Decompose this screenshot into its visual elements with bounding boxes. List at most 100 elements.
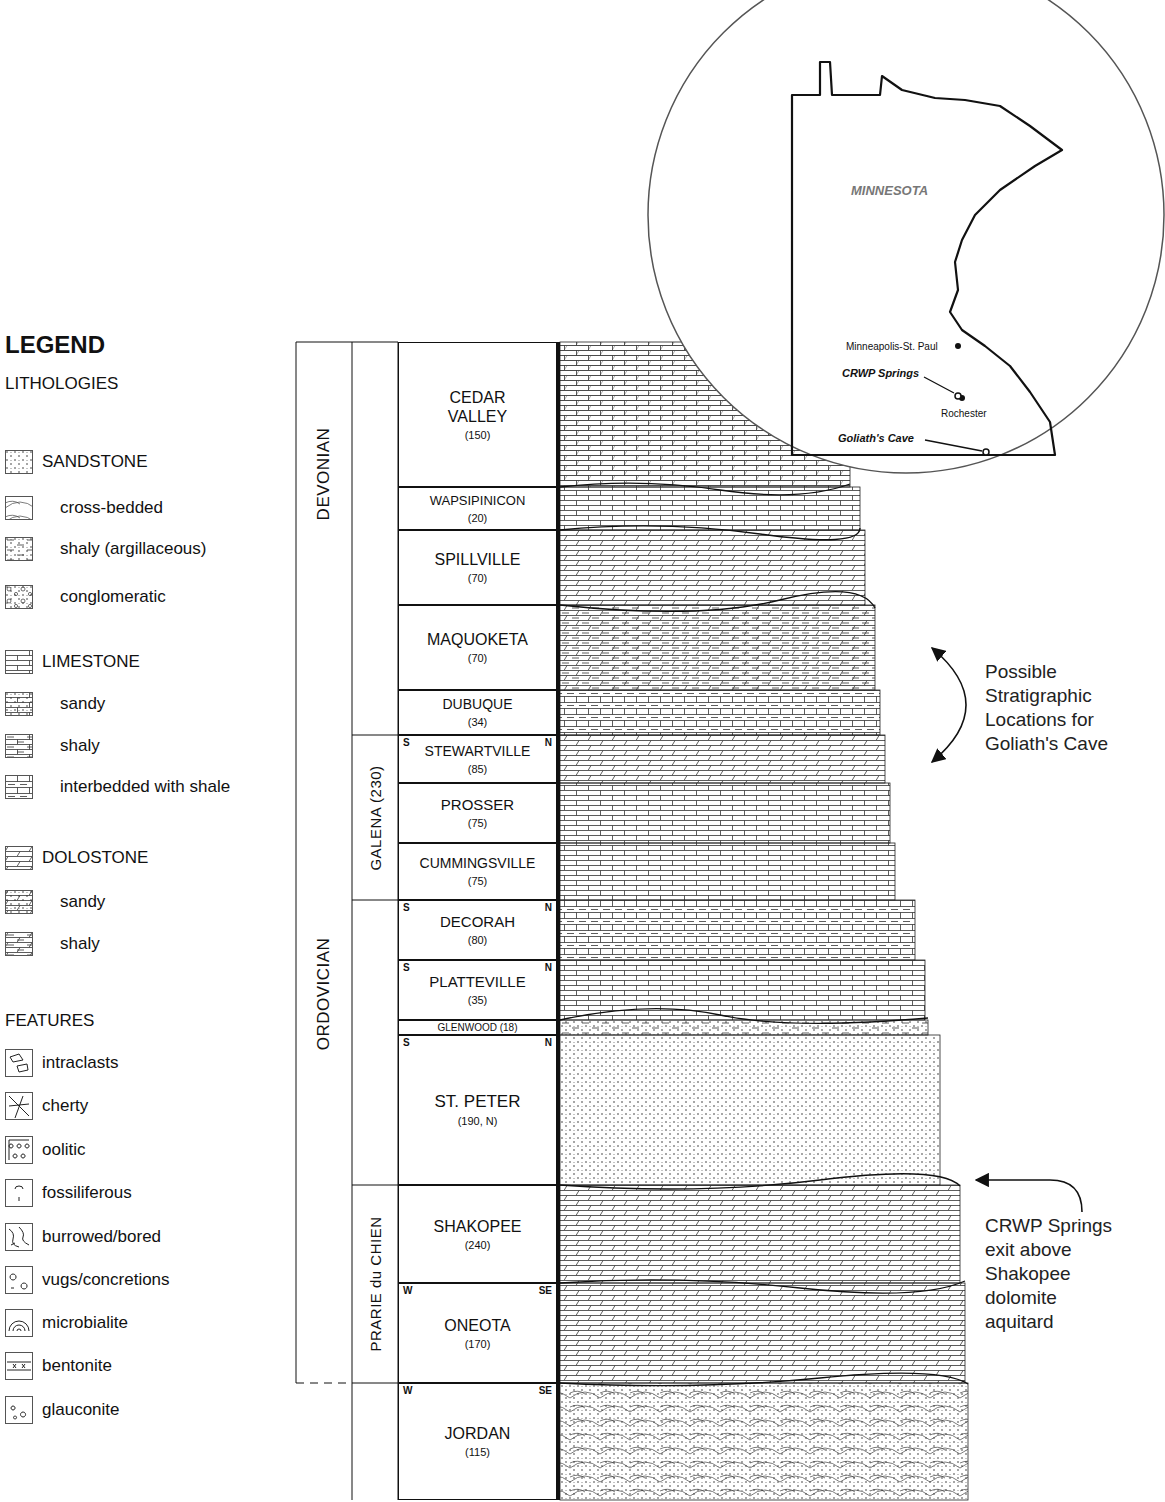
formation-cell: MAQUOKETA (70) [398,605,557,690]
legend-heading: FEATURES [5,1010,94,1031]
period-cell: GALENA (230) [352,735,398,900]
direction-mark: S [403,902,410,913]
map-label: CRWP Springs [842,366,919,380]
legend-heading: LITHOLOGIES [5,373,118,394]
map-label: Rochester [941,407,987,420]
legend-text: shaly (argillaceous) [60,539,206,559]
legend-text: bentonite [42,1356,112,1376]
formation-cell: SHAKOPEE (240) [398,1185,557,1283]
legend-text: sandy [60,694,105,714]
swatch-fill [6,586,33,609]
legend-swatch [5,450,33,474]
swatch-border [6,693,33,716]
legend-swatch [5,734,33,758]
formation-cell: CUMMINGSVILLE (75) [398,843,557,900]
direction-mark: N [545,962,552,973]
thickness: (20) [468,511,488,525]
thickness: (70) [468,651,488,665]
swatch-border [6,497,33,520]
feature-symbol [15,1186,23,1201]
swatch-border [6,651,33,674]
unit-name: STEWARTVILLE [425,743,531,760]
formation-cell: GLENWOOD (18) [398,1020,557,1035]
swatch-fill [6,693,33,716]
legend-text: shaly [60,736,100,756]
swatch-fill [6,735,33,758]
legend-text: cherty [42,1096,88,1116]
direction-mark: N [545,737,552,748]
period-cell: ORDOVICIAN [296,605,352,1383]
feature-symbol [9,1096,29,1118]
formation-cell: DUBUQUE(34) [398,690,557,735]
direction-mark: SE [539,1285,552,1296]
thickness: (150) [465,428,491,442]
swatch-fill [6,538,33,561]
formation-cell: STEWARTVILLE(85)SN [398,735,557,783]
swatch-border [6,1397,33,1424]
legend-text: burrowed/bored [42,1227,161,1247]
legend-swatch [5,496,33,520]
formation-cell: WAPSIPINICON (20) [398,487,557,530]
direction-mark: SE [539,1385,552,1396]
direction-mark: N [545,902,552,913]
unit-name: DUBUQUE [442,696,512,713]
feature-symbol [9,1321,29,1331]
unit-name: ONEOTA [444,1316,510,1335]
legend-swatch [5,1396,33,1424]
unit-name: WAPSIPINICON [430,493,526,509]
swatch-border [6,1093,33,1120]
thickness: (170) [465,1337,491,1351]
legend-swatch [5,692,33,716]
unit-name: SHAKOPEE [433,1217,521,1236]
callout-note: CRWP Springs exit above Shakopee dolomit… [985,1214,1125,1334]
unit-name: SPILLVILLE [435,550,521,569]
legend-swatch [5,890,33,914]
unit-name: JORDAN [445,1424,511,1443]
legend-text: oolitic [42,1140,85,1160]
swatch-fill [6,497,33,520]
unit-name: MAQUOKETA [427,630,528,649]
legend-swatch [5,775,33,799]
feature-symbol [10,1054,28,1072]
thickness: (70) [468,571,488,585]
thickness: (240) [465,1238,491,1252]
feature-symbol [9,1140,29,1160]
swatch-fill [6,693,33,716]
swatch-border [6,1310,33,1337]
legend-text: shaly [60,934,100,954]
unit-name: PROSSER [441,796,514,814]
direction-mark: W [403,1385,412,1396]
legend-text: SANDSTONE [42,452,148,472]
legend-swatch [5,1352,33,1380]
swatch-fill [6,847,33,870]
legend-text: microbialite [42,1313,128,1333]
legend-swatch [5,1266,33,1294]
unit-name: PLATTEVILLE [429,973,525,991]
thickness: (35) [468,993,488,1007]
swatch-border [6,735,33,758]
legend-text: vugs/concretions [42,1270,170,1290]
swatch-border [6,586,33,609]
swatch-fill [6,586,33,609]
formation-cell: ONEOTA (170) W SE [398,1283,557,1383]
legend-swatch [5,1179,33,1207]
legend-heading: LEGEND [5,330,105,360]
unit-name: ST. PETER [435,1092,521,1112]
unit-name: ORDOVICIAN [314,938,334,1051]
swatch-fill [6,735,33,758]
direction-mark: S [403,962,410,973]
thickness: (75) [468,874,488,888]
unit-name: GLENWOOD (18) [437,1022,517,1034]
legend-swatch [5,537,33,561]
swatch-fill [6,933,33,956]
unit-name: CUMMINGSVILLE [420,855,536,872]
formation-cell: PROSSER(75) [398,783,557,843]
unit-name: DECORAH [440,913,515,931]
formation-cell: PLATTEVILLE (35) S N [398,960,557,1020]
legend-swatch [5,1049,33,1077]
direction-mark: W [403,1285,412,1296]
swatch-fill [6,451,33,474]
feature-symbol [7,1362,31,1370]
direction-mark: N [545,1037,552,1048]
swatch-border [6,847,33,870]
